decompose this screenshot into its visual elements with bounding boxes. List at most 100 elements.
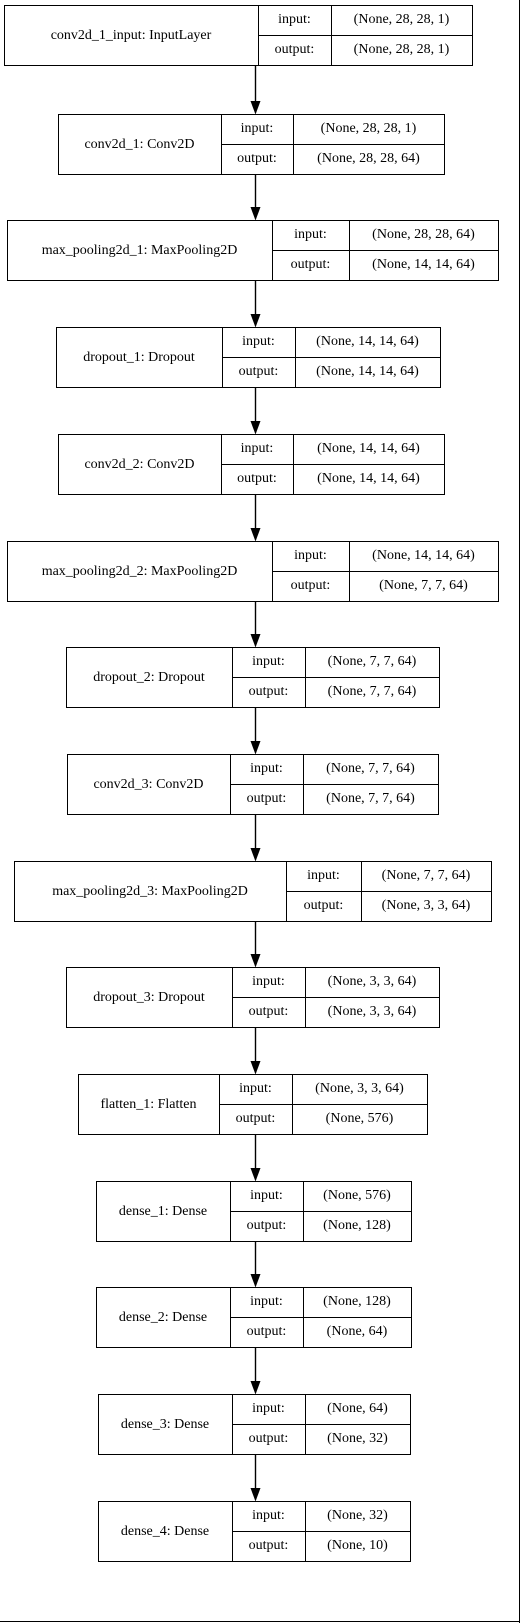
input-shape: (None, 28, 28, 1) bbox=[321, 121, 417, 136]
edge-arrow bbox=[250, 708, 261, 755]
input-label: input: bbox=[250, 1294, 283, 1309]
edge-arrow bbox=[250, 1242, 261, 1288]
input-label: input: bbox=[307, 868, 340, 883]
arrow-head-icon bbox=[250, 634, 261, 648]
layer-name: dropout_2: Dropout bbox=[93, 670, 205, 685]
input-label: input: bbox=[239, 1081, 272, 1096]
layer-name: max_pooling2d_2: MaxPooling2D bbox=[42, 564, 238, 579]
output-shape: (None, 28, 28, 64) bbox=[317, 151, 420, 166]
output-label: output: bbox=[249, 1538, 289, 1553]
layer-name: conv2d_1: Conv2D bbox=[84, 137, 194, 152]
arrow-head-icon bbox=[250, 1168, 261, 1182]
layer-node-conv2d-1-input: conv2d_1_input: InputLayer input: output: (… bbox=[4, 5, 473, 66]
edge-arrow bbox=[250, 922, 261, 968]
output-label: output: bbox=[304, 898, 344, 913]
layer-name: flatten_1: Flatten bbox=[100, 1097, 196, 1112]
output-label: output: bbox=[291, 257, 331, 272]
arrow-head-icon bbox=[250, 741, 261, 755]
output-shape: (None, 7, 7, 64) bbox=[326, 791, 415, 806]
output-label: output: bbox=[236, 1111, 276, 1126]
output-label: output: bbox=[291, 578, 331, 593]
edge-arrow bbox=[250, 281, 261, 328]
arrow-head-icon bbox=[250, 314, 261, 328]
output-shape: (None, 14, 14, 64) bbox=[317, 471, 420, 486]
input-label: input: bbox=[252, 1508, 285, 1523]
layer-node-max-pooling2d-2: max_pooling2d_2: MaxPooling2D input: outpu… bbox=[7, 541, 499, 602]
output-shape: (None, 3, 3, 64) bbox=[382, 898, 471, 913]
arrow-head-icon bbox=[250, 1061, 261, 1075]
output-shape: (None, 14, 14, 64) bbox=[316, 364, 419, 379]
input-shape: (None, 576) bbox=[323, 1188, 391, 1203]
input-label: input: bbox=[250, 1188, 283, 1203]
input-shape: (None, 64) bbox=[327, 1401, 388, 1416]
input-shape: (None, 128) bbox=[323, 1294, 391, 1309]
layer-name: max_pooling2d_3: MaxPooling2D bbox=[52, 884, 248, 899]
layer-node-max-pooling2d-3: max_pooling2d_3: MaxPooling2D input: outpu… bbox=[14, 861, 492, 922]
layer-node-dense-3: dense_3: Dense input: output: (None, 64) (No… bbox=[98, 1394, 411, 1455]
layer-name: dropout_3: Dropout bbox=[93, 990, 205, 1005]
arrow-head-icon bbox=[250, 528, 261, 542]
input-shape: (None, 3, 3, 64) bbox=[315, 1081, 404, 1096]
input-shape: (None, 7, 7, 64) bbox=[326, 761, 415, 776]
arrow-head-icon bbox=[250, 1488, 261, 1502]
layer-name: conv2d_1_input: InputLayer bbox=[51, 28, 212, 43]
input-label: input: bbox=[241, 441, 274, 456]
output-shape: (None, 7, 7, 64) bbox=[379, 578, 468, 593]
output-shape: (None, 28, 28, 1) bbox=[354, 42, 450, 57]
input-label: input: bbox=[252, 654, 285, 669]
input-label: input: bbox=[250, 761, 283, 776]
layer-node-max-pooling2d-1: max_pooling2d_1: MaxPooling2D input: outpu… bbox=[7, 220, 499, 281]
output-label: output: bbox=[247, 1324, 287, 1339]
output-label: output: bbox=[275, 42, 315, 57]
output-shape: (None, 576) bbox=[326, 1111, 394, 1126]
input-label: input: bbox=[294, 227, 327, 242]
input-label: input: bbox=[278, 12, 311, 27]
input-shape: (None, 14, 14, 64) bbox=[372, 548, 475, 563]
edge-arrow bbox=[250, 815, 261, 862]
input-label: input: bbox=[294, 548, 327, 563]
output-label: output: bbox=[239, 364, 279, 379]
arrow-head-icon bbox=[250, 848, 261, 862]
arrow-head-icon bbox=[250, 101, 261, 115]
input-shape: (None, 28, 28, 64) bbox=[372, 227, 475, 242]
output-label: output: bbox=[247, 1218, 287, 1233]
edge-arrow bbox=[250, 175, 261, 221]
edge-arrow bbox=[250, 388, 261, 435]
layer-name: conv2d_3: Conv2D bbox=[93, 777, 203, 792]
layer-name: dense_4: Dense bbox=[121, 1524, 209, 1539]
layer-name: conv2d_2: Conv2D bbox=[84, 457, 194, 472]
edge-arrow bbox=[250, 495, 261, 542]
input-label: input: bbox=[252, 1401, 285, 1416]
output-shape: (None, 10) bbox=[327, 1538, 388, 1553]
edge-arrow bbox=[250, 1348, 261, 1395]
layer-node-flatten-1: flatten_1: Flatten input: output: (None, 3,… bbox=[78, 1074, 428, 1135]
output-shape: (None, 128) bbox=[323, 1218, 391, 1233]
edge-arrow bbox=[250, 66, 261, 115]
output-label: output: bbox=[237, 471, 277, 486]
output-shape: (None, 32) bbox=[327, 1431, 388, 1446]
edge-arrow bbox=[250, 1028, 261, 1075]
input-shape: (None, 3, 3, 64) bbox=[328, 974, 417, 989]
output-shape: (None, 3, 3, 64) bbox=[328, 1004, 417, 1019]
output-label: output: bbox=[249, 1431, 289, 1446]
output-shape: (None, 14, 14, 64) bbox=[372, 257, 475, 272]
input-shape: (None, 32) bbox=[327, 1508, 388, 1523]
layer-name: dense_3: Dense bbox=[121, 1417, 209, 1432]
edge-arrow bbox=[250, 602, 261, 648]
layer-name: max_pooling2d_1: MaxPooling2D bbox=[42, 243, 238, 258]
layer-name: dense_2: Dense bbox=[119, 1310, 207, 1325]
input-shape: (None, 14, 14, 64) bbox=[316, 334, 419, 349]
arrow-head-icon bbox=[250, 1274, 261, 1288]
arrow-head-icon bbox=[250, 207, 261, 221]
input-shape: (None, 7, 7, 64) bbox=[328, 654, 417, 669]
node-layer: conv2d_1_input: InputLayer input: output: (… bbox=[4, 5, 499, 1562]
input-shape: (None, 14, 14, 64) bbox=[317, 441, 420, 456]
